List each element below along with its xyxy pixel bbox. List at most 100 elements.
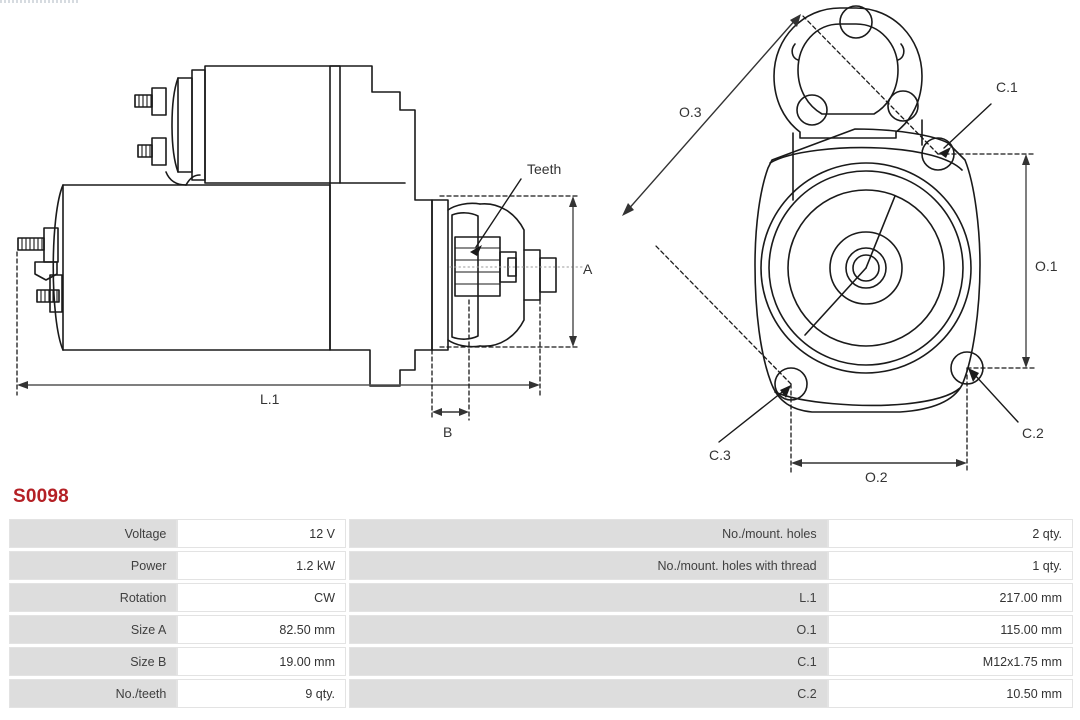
shaft-outer-circle [845, 247, 887, 289]
dim-o2-label: O.2 [865, 469, 888, 485]
teeth-leader-arrow [470, 245, 482, 256]
page-edge-artifact [0, 0, 78, 3]
drawings-area: Teeth L.1 A B [16, 5, 1058, 485]
dim-o3-arrow-upper [790, 14, 801, 27]
solenoid-end-cap [171, 77, 179, 173]
table-row: C.2 10.50 mm [349, 679, 1073, 708]
table-row: Rotation CW [9, 583, 346, 612]
dim-l1-arrow-right [529, 381, 540, 389]
spec-label: C.2 [349, 679, 828, 708]
dim-c1-label: C.1 [996, 79, 1018, 95]
motor-housing [62, 184, 331, 351]
spec-label: L.1 [349, 583, 828, 612]
dim-o3-ext-lower [654, 244, 792, 385]
spec-value: 12 V [177, 519, 346, 548]
table-row: No./mount. holes with thread 1 qty. [349, 551, 1073, 580]
solenoid-terminal-2-threads [137, 144, 151, 158]
spec-label: No./teeth [9, 679, 178, 708]
spoke-lower-left [804, 267, 867, 336]
dim-c2-leader [973, 373, 1019, 423]
spec-value: 1 qty. [827, 551, 1073, 580]
spec-value: 19.00 mm [177, 647, 346, 676]
table-row: O.1 115.00 mm [349, 615, 1073, 644]
dim-b-label: B [443, 424, 452, 440]
nose-bottom [447, 339, 481, 348]
nose-cone-lower [479, 299, 525, 347]
dim-o3-label: O.3 [679, 104, 702, 120]
drive-housing [329, 65, 433, 387]
dim-c2-arrow [968, 368, 979, 382]
solenoid-terminal-1-threads [134, 94, 152, 108]
spec-value: 1.2 kW [177, 551, 346, 580]
spec-value: 115.00 mm [827, 615, 1073, 644]
spec-value: 82.50 mm [177, 615, 346, 644]
solenoid-terminal-2-base [151, 137, 167, 166]
dim-o1-arrow-bottom [1022, 357, 1030, 368]
spec-label: Rotation [9, 583, 178, 612]
spec-label: Voltage [9, 519, 178, 548]
pinion-teeth-block [454, 236, 501, 297]
dim-l1-label: L.1 [260, 391, 280, 407]
spec-label: No./mount. holes [349, 519, 828, 548]
dim-o3-ext-upper [800, 13, 939, 155]
stud-lower [36, 289, 60, 303]
nose-top [447, 202, 481, 211]
table-row: No./teeth 9 qty. [9, 679, 346, 708]
table-row: Size B 19.00 mm [9, 647, 346, 676]
starter-side-view [16, 65, 586, 421]
dim-b-arrow-right [459, 408, 469, 416]
output-shaft [539, 257, 557, 293]
solenoid-cap-notch-right [897, 43, 905, 61]
specs-table-right: No./mount. holes 2 qty. No./mount. holes… [349, 516, 1073, 711]
dim-a-label: A [583, 261, 593, 277]
hex-nut [34, 261, 58, 281]
dim-c1-arrow [939, 147, 951, 158]
drive-end-outer-circle [760, 162, 972, 374]
solenoid-bolt-left [796, 94, 828, 126]
table-row: Size A 82.50 mm [9, 615, 346, 644]
solenoid-bolt-top [839, 5, 873, 39]
solenoid-cap-outline [773, 7, 923, 139]
pinion-hub [499, 251, 517, 283]
part-number: S0098 [13, 486, 69, 507]
drive-end-circle-2 [768, 170, 964, 366]
nose-cone-upper [479, 203, 525, 251]
flange-top-edge [769, 146, 963, 171]
specs-left-body: Voltage 12 V Power 1.2 kW Rotation CW Si… [9, 519, 346, 708]
pinion-hub-inner [507, 257, 517, 277]
specs-table-left: Voltage 12 V Power 1.2 kW Rotation CW Si… [9, 516, 346, 711]
drive-hub-circle [829, 231, 903, 305]
table-row: Voltage 12 V [9, 519, 346, 548]
teeth-label: Teeth [527, 161, 561, 177]
dim-o3-arrow-lower [622, 203, 634, 216]
solenoid-foot-right [185, 174, 201, 186]
stud-lower-threads [36, 289, 58, 303]
solenoid-barrel [204, 65, 341, 184]
spec-value: 2 qty. [827, 519, 1073, 548]
dim-c1-leader [943, 103, 992, 149]
spec-label: C.1 [349, 647, 828, 676]
solenoid-bolt-right [887, 90, 919, 122]
spec-label: Size A [9, 615, 178, 644]
spec-value: 9 qty. [177, 679, 346, 708]
spec-value: 217.00 mm [827, 583, 1073, 612]
spec-label: Power [9, 551, 178, 580]
table-row: L.1 217.00 mm [349, 583, 1073, 612]
solenoid-cap-inner [797, 23, 899, 115]
dim-o3-line [625, 17, 798, 213]
dim-c3-label: C.3 [709, 447, 731, 463]
table-row: Power 1.2 kW [9, 551, 346, 580]
dim-a-arrow-top [569, 196, 577, 207]
spec-label: Size B [9, 647, 178, 676]
spec-value: CW [177, 583, 346, 612]
dim-o1-label: O.1 [1035, 258, 1058, 274]
specs-right-body: No./mount. holes 2 qty. No./mount. holes… [349, 519, 1073, 708]
spoke-upper-right [865, 195, 896, 269]
solenoid-collar-b [177, 77, 193, 173]
solenoid-collar-a [191, 69, 206, 181]
dim-o2-arrow-left [791, 459, 802, 467]
stud-upper-base [43, 227, 59, 263]
specifications-area: Voltage 12 V Power 1.2 kW Rotation CW Si… [9, 516, 1073, 711]
starter-front-view [622, 5, 1036, 473]
table-row: C.1 M12x1.75 mm [349, 647, 1073, 676]
